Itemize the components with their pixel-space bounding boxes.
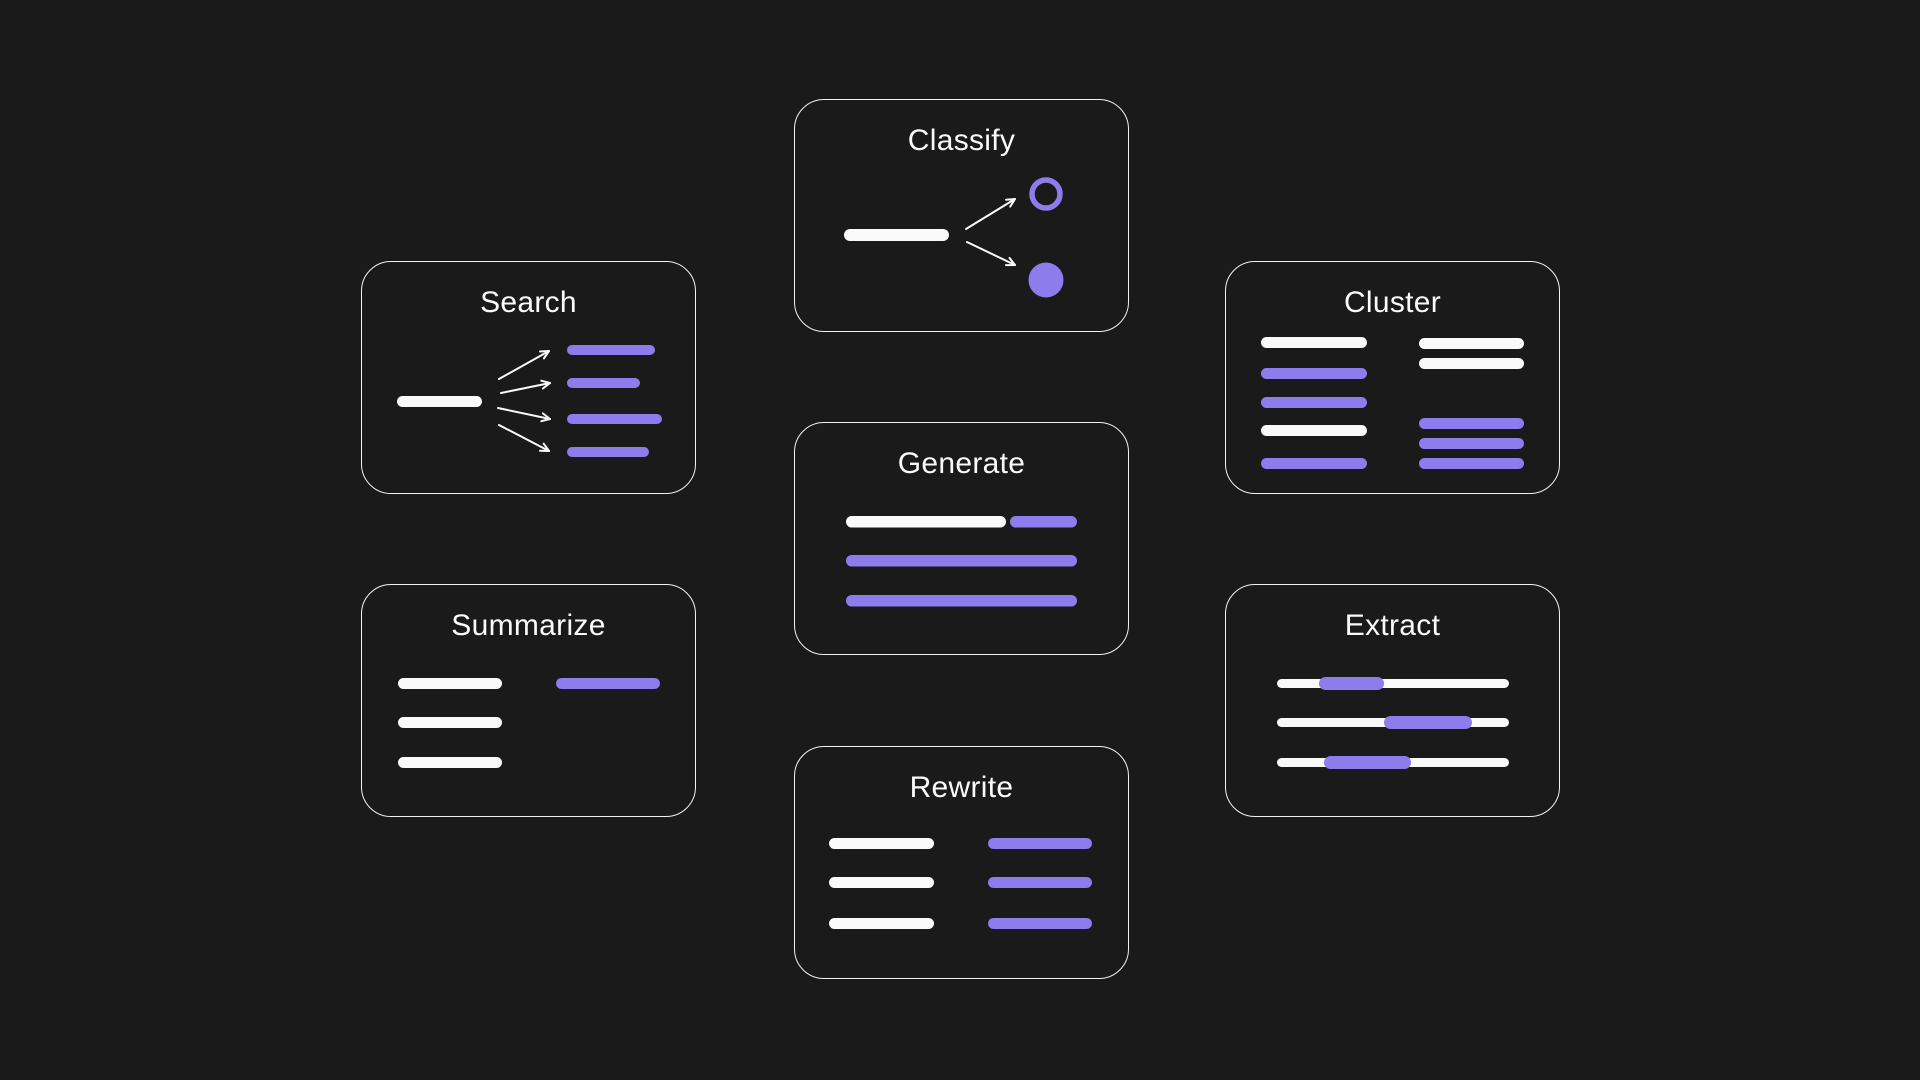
text-bar — [829, 918, 934, 929]
extract-illustration — [1277, 677, 1509, 769]
text-bar — [398, 678, 502, 689]
classify-illustration — [844, 177, 1064, 298]
text-bar — [398, 717, 502, 728]
cluster-illustration — [1261, 337, 1524, 469]
text-bar — [1010, 516, 1077, 528]
card-title-generate: Generate — [897, 447, 1026, 480]
text-bar — [1277, 679, 1509, 688]
text-bar — [1261, 458, 1367, 469]
text-bar — [567, 414, 662, 424]
text-bar — [1419, 338, 1524, 349]
arrow-icon — [965, 198, 1016, 230]
text-bar — [846, 516, 1006, 528]
text-bar — [1384, 716, 1472, 729]
text-bar — [1324, 756, 1411, 769]
text-bar — [846, 555, 1077, 567]
text-bar — [1261, 368, 1367, 379]
rewrite-illustration — [829, 838, 1092, 929]
arrow-icon — [500, 379, 551, 394]
text-bar — [567, 447, 649, 457]
generate-illustration — [846, 516, 1077, 607]
text-bar — [844, 229, 949, 241]
text-bar — [829, 838, 934, 849]
text-bar — [829, 877, 934, 888]
arrow-icon — [498, 424, 550, 452]
text-bar — [398, 757, 502, 768]
arrow-icon — [966, 241, 1016, 267]
text-bar — [1261, 425, 1367, 436]
text-bar — [988, 877, 1092, 888]
summarize-illustration — [398, 678, 660, 768]
card-title-classify: Classify — [907, 124, 1016, 157]
arrow-icon — [497, 407, 551, 423]
arrow-icon — [498, 350, 550, 380]
text-bar — [988, 838, 1092, 849]
text-bar — [397, 396, 482, 407]
card-classify: Classify — [794, 99, 1129, 332]
text-bar — [988, 918, 1092, 929]
text-bar — [556, 678, 660, 689]
category-dot-icon — [1028, 262, 1064, 298]
card-title-extract: Extract — [1344, 609, 1441, 642]
category-ring-icon — [1029, 177, 1063, 211]
card-extract: Extract — [1225, 584, 1560, 817]
text-bar — [1261, 337, 1367, 348]
text-bar — [1419, 358, 1524, 369]
card-title-rewrite: Rewrite — [909, 771, 1014, 804]
text-bar — [1261, 397, 1367, 408]
text-bar — [1419, 418, 1524, 429]
text-bar — [567, 345, 655, 355]
text-bar — [1419, 458, 1524, 469]
text-bar — [846, 595, 1077, 607]
card-cluster: Cluster — [1225, 261, 1560, 494]
text-bar — [1419, 438, 1524, 449]
card-generate: Generate — [794, 422, 1129, 655]
card-rewrite: Rewrite — [794, 746, 1129, 979]
card-title-search: Search — [480, 286, 577, 319]
text-bar — [567, 378, 640, 388]
card-title-cluster: Cluster — [1343, 286, 1442, 319]
card-title-summarize: Summarize — [451, 609, 606, 642]
text-bar — [1319, 677, 1384, 690]
search-illustration — [397, 345, 662, 457]
card-search: Search — [361, 261, 696, 494]
card-summarize: Summarize — [361, 584, 696, 817]
